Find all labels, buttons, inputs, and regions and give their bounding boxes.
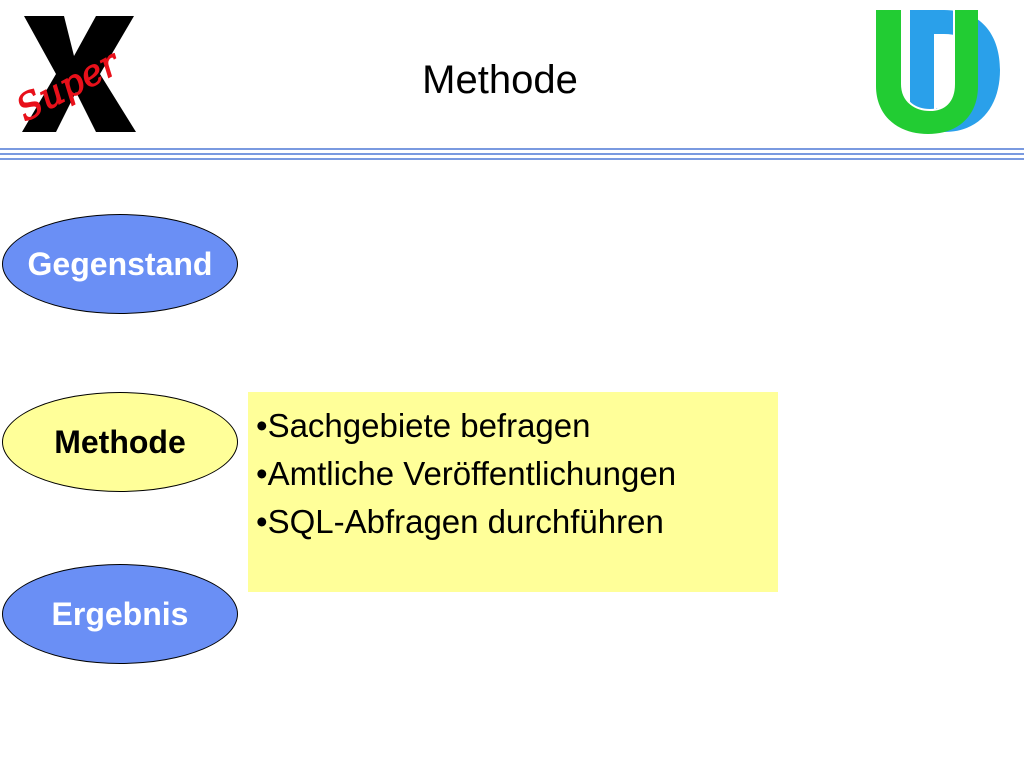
ud-logo-icon	[872, 4, 1004, 136]
header-rule-top	[0, 148, 1024, 150]
header-rule-middle	[0, 153, 1024, 155]
ellipse-label: Methode	[54, 423, 186, 460]
list-item-text: Amtliche Veröffentlichungen	[267, 455, 677, 492]
header-rule-bottom	[0, 158, 1024, 160]
list-item: •SQL-Abfragen durchführen	[256, 498, 778, 546]
ellipse-label: Gegenstand	[27, 245, 213, 282]
bullet: •	[256, 503, 268, 540]
list-item-text: Sachgebiete befragen	[267, 407, 591, 444]
list-item: •Amtliche Veröffentlichungen	[256, 450, 778, 498]
ellipse-label: Ergebnis	[51, 595, 189, 632]
method-list: •Sachgebiete befragen •Amtliche Veröffen…	[256, 402, 778, 546]
method-details-box: •Sachgebiete befragen •Amtliche Veröffen…	[248, 392, 778, 592]
ellipse-gegenstand: Gegenstand	[2, 214, 238, 314]
page-title: Methode	[422, 58, 578, 102]
super-x-logo-icon: Super	[4, 12, 136, 134]
ellipse-methode: Methode	[2, 392, 238, 492]
bullet: •	[256, 455, 268, 492]
ellipse-ergebnis: Ergebnis	[2, 564, 238, 664]
list-item: •Sachgebiete befragen	[256, 402, 778, 450]
list-item-text: SQL-Abfragen durchführen	[267, 503, 664, 540]
bullet: •	[256, 407, 268, 444]
